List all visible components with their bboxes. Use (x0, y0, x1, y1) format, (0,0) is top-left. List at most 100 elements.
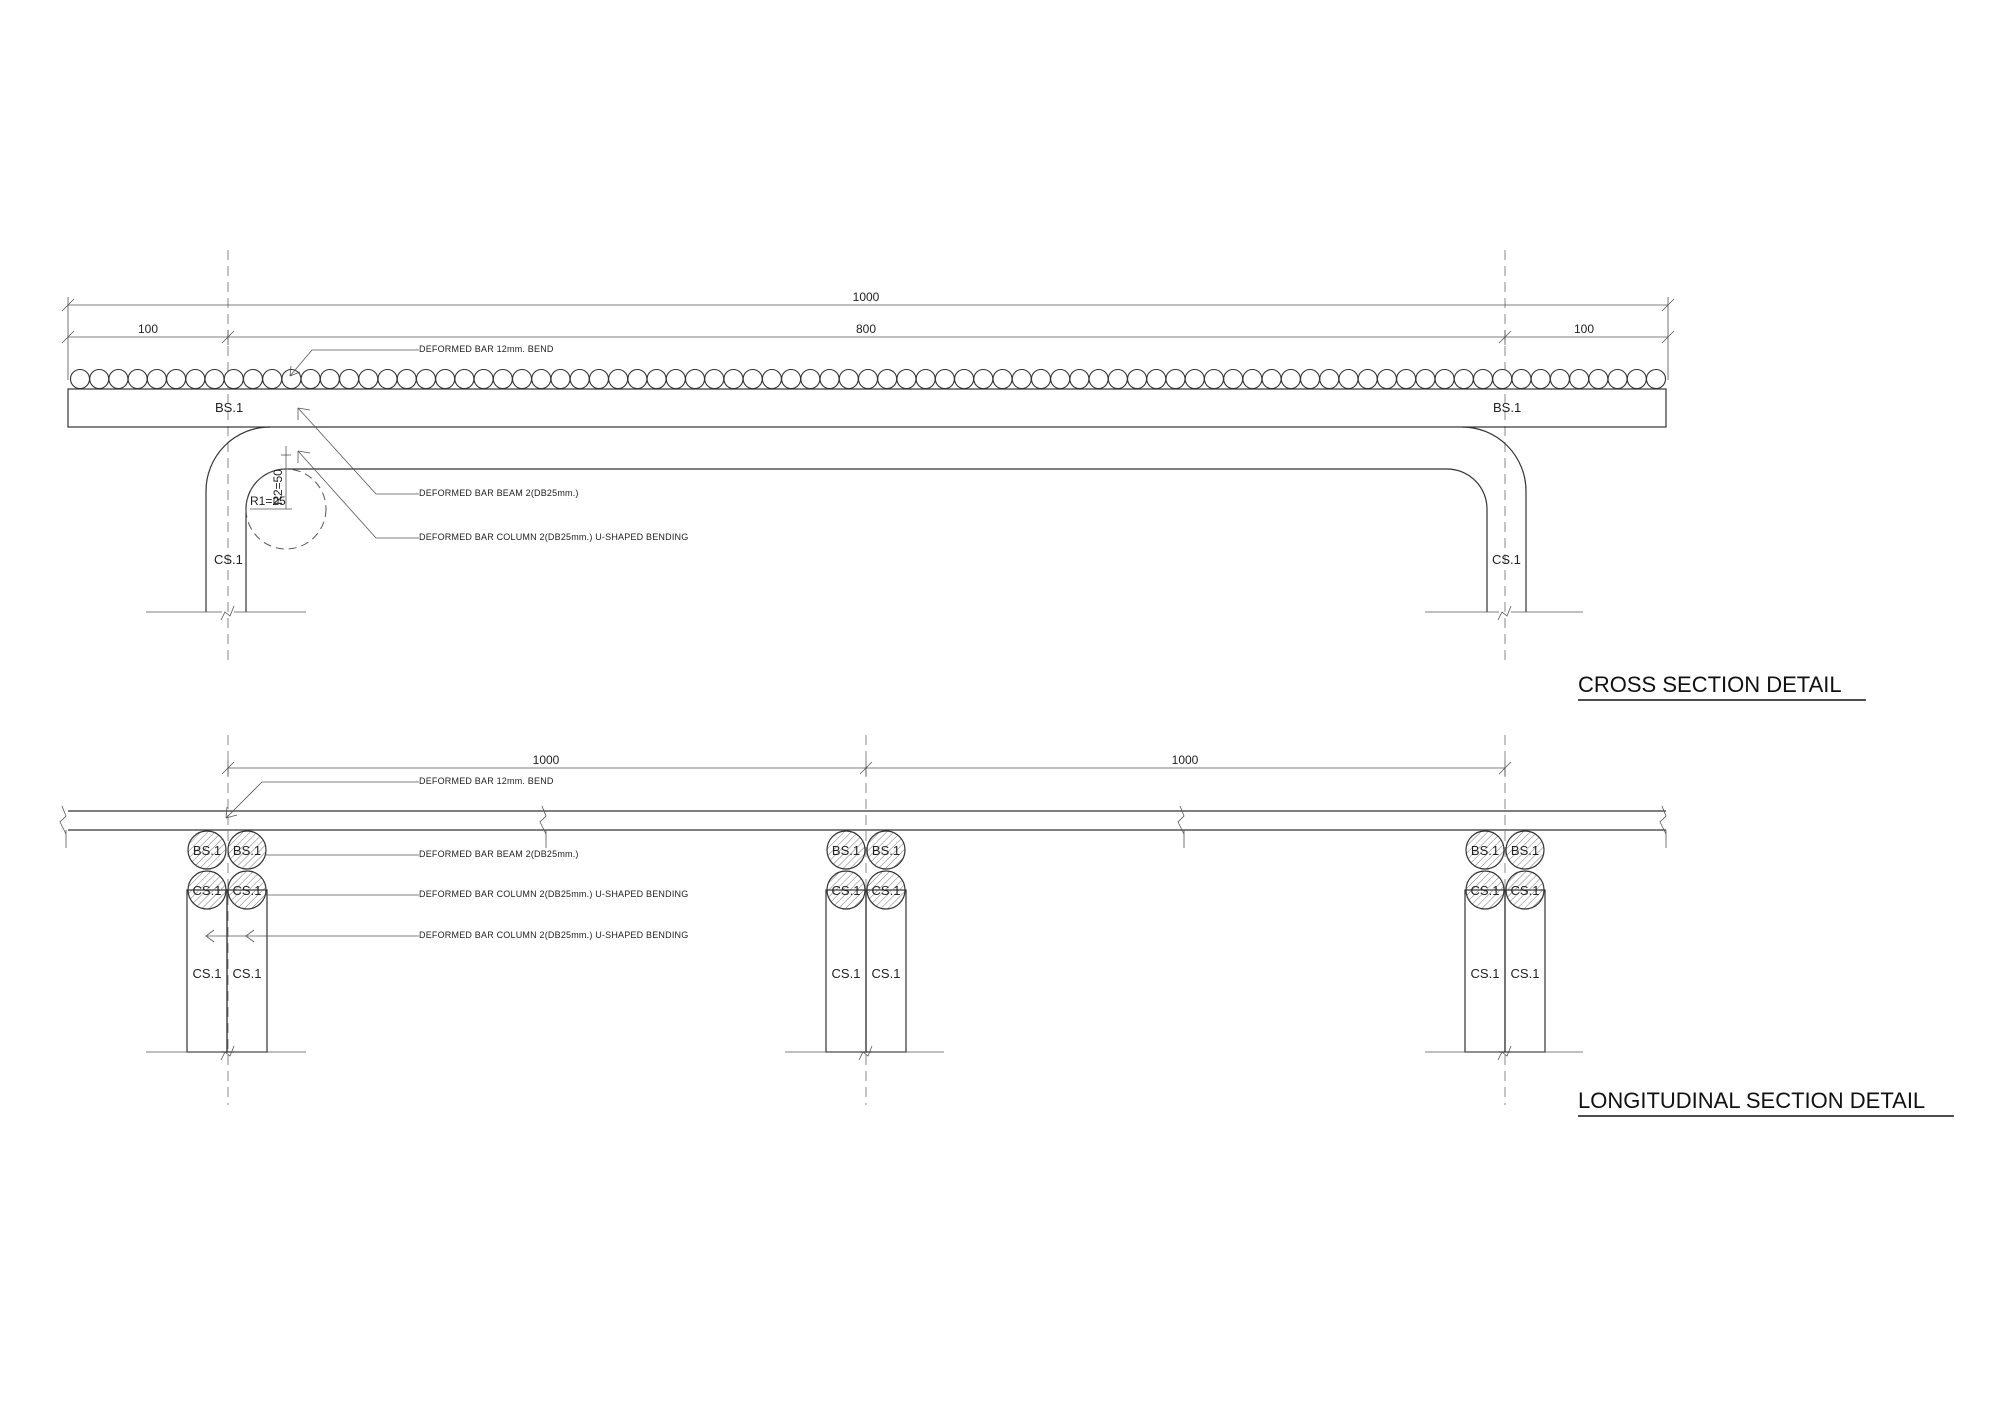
deformed-bar-12mm (1607, 368, 1628, 390)
deformed-bar-12mm (1415, 368, 1436, 390)
deformed-bar-12mm (396, 368, 417, 390)
note-column-long-2: DEFORMED BAR COLUMN 2(DB25mm.) U-SHAPED … (419, 930, 688, 940)
column-bar-inner-u (245, 468, 1488, 612)
deformed-bar-12mm (608, 368, 629, 390)
beam-label-right: BS.1 (1493, 400, 1521, 415)
deformed-bar-12mm (1453, 368, 1474, 390)
column-label-cs-2a: CS.1 (832, 966, 861, 981)
deformed-bar-12mm (1088, 368, 1109, 390)
beam-slab (67, 388, 1667, 428)
ground-line-long-right (1425, 1045, 1583, 1061)
deformed-bar-12mm (742, 368, 763, 390)
bar-label-bs-2a: BS.1 (832, 843, 860, 858)
deformed-bar-12mm (1127, 368, 1148, 390)
deformed-bar-12mm (1069, 368, 1090, 390)
deformed-bar-12mm (1549, 368, 1570, 390)
deformed-bar-12mm (1396, 368, 1417, 390)
deformed-bar-12mm (973, 368, 994, 390)
dimension-total: 1000 (61, 290, 1675, 380)
column-label-right: CS.1 (1492, 552, 1521, 567)
deformed-bar-12mm (1261, 368, 1282, 390)
ground-line-long-left (146, 1045, 306, 1061)
longitudinal-section-detail: 1000 1000 BS.1 BS.1 CS.1 C (59, 735, 1954, 1117)
deformed-bar-12mm (108, 368, 129, 390)
deformed-bar-12mm (435, 368, 456, 390)
leader-long-bend: DEFORMED BAR 12mm. BEND (225, 776, 554, 819)
deformed-bar-12mm (934, 368, 955, 390)
deformed-bar-12mm (1569, 368, 1590, 390)
deformed-bar-12mm (1050, 368, 1071, 390)
deformed-bar-12mm (781, 368, 802, 390)
bar-label-bs-1b: BS.1 (233, 843, 261, 858)
deformed-bar-12mm (262, 368, 283, 390)
leader-long-column-2: DEFORMED BAR COLUMN 2(DB25mm.) U-SHAPED … (205, 929, 688, 943)
deformed-bar-12mm (1107, 368, 1128, 390)
deformed-bar-12mm (1319, 368, 1340, 390)
note-column-cross: DEFORMED BAR COLUMN 2(DB25mm.) U-SHAPED … (419, 532, 688, 542)
leader-beam: DEFORMED BAR BEAM 2(DB25mm.) (297, 407, 579, 498)
deformed-bar-12mm (1242, 368, 1263, 390)
deformed-bar-12mm (838, 368, 859, 390)
deformed-bar-12mm (819, 368, 840, 390)
deformed-bar-12mm (704, 368, 725, 390)
radius-r1-label: R1=25 (250, 494, 286, 508)
dimension-long: 1000 1000 (221, 753, 1512, 776)
deformed-bar-12mm (665, 368, 686, 390)
bar-label-cs-2b: CS.1 (872, 883, 901, 898)
deformed-bar-12mm (915, 368, 936, 390)
deformed-bar-12mm (569, 368, 590, 390)
column-group-right: BS.1 BS.1 CS.1 CS.1 CS.1 CS.1 (1464, 830, 1546, 1053)
note-beam-cross: DEFORMED BAR BEAM 2(DB25mm.) (419, 488, 579, 498)
deformed-bar-12mm (377, 368, 398, 390)
leader-long-beam: DEFORMED BAR BEAM 2(DB25mm.) (266, 849, 579, 859)
deformed-bar-12mm (146, 368, 167, 390)
deformed-bar-12mm (223, 368, 244, 390)
column-label-cs-1a: CS.1 (193, 966, 222, 981)
cross-section-title: CROSS SECTION DETAIL (1578, 672, 1842, 697)
deformed-bar-12mm (204, 368, 225, 390)
deformed-bar-12mm-row (69, 368, 1667, 390)
deformed-bar-12mm (588, 368, 609, 390)
deformed-bar-12mm (954, 368, 975, 390)
deformed-bar-12mm (300, 368, 321, 390)
deformed-bar-12mm (761, 368, 782, 390)
deformed-bar-12mm (1280, 368, 1301, 390)
leader-bend: DEFORMED BAR 12mm. BEND (289, 344, 554, 377)
bar-label-cs-1b: CS.1 (233, 883, 262, 898)
deformed-bar-12mm (1030, 368, 1052, 390)
deformed-bar-12mm (1223, 368, 1244, 390)
ground-line-left (146, 605, 306, 621)
deformed-bar-12mm (1511, 368, 1532, 390)
deformed-bar-12mm (242, 368, 264, 390)
column-label-cs-1b: CS.1 (233, 966, 262, 981)
deformed-bar-12mm (1338, 368, 1359, 390)
deformed-bar-12mm (1645, 368, 1667, 390)
bar-label-cs-1a: CS.1 (193, 883, 222, 898)
note-beam-long: DEFORMED BAR BEAM 2(DB25mm.) (419, 849, 579, 859)
leader-long-column-1: DEFORMED BAR COLUMN 2(DB25mm.) U-SHAPED … (266, 889, 688, 899)
deformed-bar-12mm (415, 368, 437, 390)
deformed-bar-12mm (531, 368, 552, 390)
deformed-bar-12mm (89, 368, 110, 390)
dimension-middle-label: 800 (856, 322, 876, 336)
bar-label-cs-3a: CS.1 (1471, 883, 1500, 898)
deformed-bar-12mm (1165, 368, 1186, 390)
dimension-sub: 100 800 100 (61, 322, 1675, 345)
deformed-bar-12mm (492, 368, 513, 390)
deformed-bar-12mm (800, 368, 821, 390)
deformed-bar-12mm (69, 368, 91, 390)
deformed-bar-12mm (454, 368, 475, 390)
deformed-bar-12mm (992, 368, 1013, 390)
dimension-right-label: 100 (1574, 322, 1594, 336)
column-bar-outer-right (1461, 426, 1527, 612)
deformed-bar-12mm (339, 368, 360, 390)
dimension-left-label: 100 (138, 322, 158, 336)
deformed-bar-12mm (127, 368, 148, 390)
deformed-bar-12mm (473, 368, 494, 390)
dimension-span-2-label: 1000 (1172, 753, 1199, 767)
deformed-bar-12mm (1472, 368, 1494, 390)
deformed-bar-12mm (358, 368, 379, 390)
deformed-bar-12mm (319, 368, 340, 390)
deformed-bar-12mm (1434, 368, 1455, 390)
